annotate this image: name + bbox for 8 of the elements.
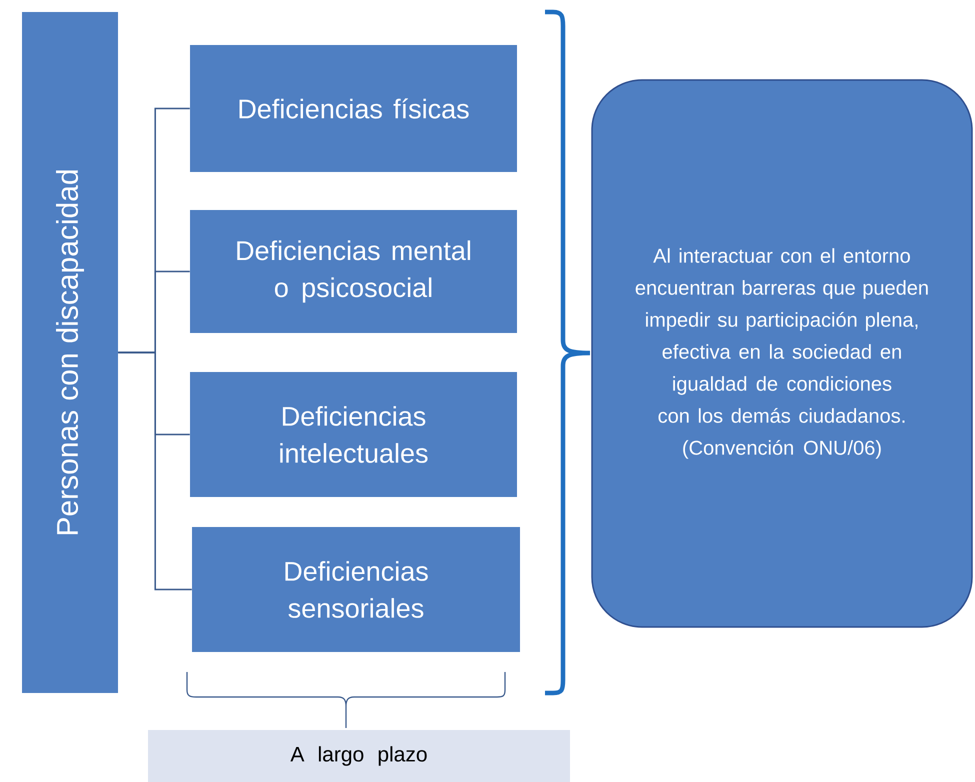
process-box: Deficiencias físicas: [190, 45, 517, 172]
connector-line: [118, 352, 192, 590]
process-box: Deficiencias mental o psicosocial: [190, 210, 517, 333]
note-box: A largo plazo: [148, 730, 570, 782]
process-box: Deficiencias intelectuales: [190, 372, 517, 497]
description-box: Al interactuar con el entorno encuentran barreras que pueden impedir su participación plena, efectiva en la sociedad en igualdad de condiciones con los demás ciudadanos. (Convención ONU/06): [591, 79, 973, 628]
process-box: Deficiencias sensoriales: [192, 527, 520, 652]
category-box: Personas con discapacidad: [22, 12, 118, 693]
